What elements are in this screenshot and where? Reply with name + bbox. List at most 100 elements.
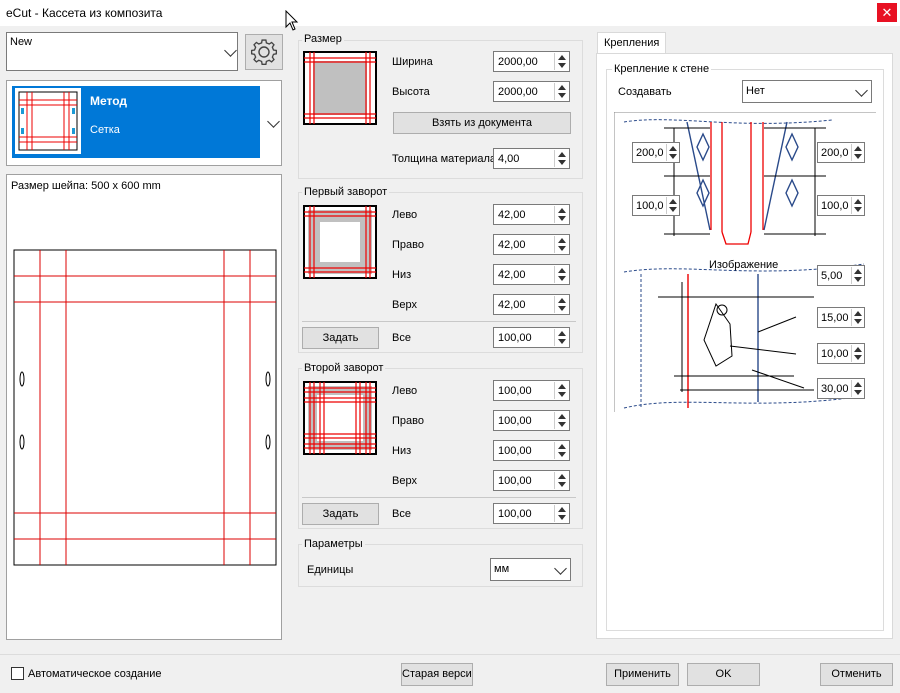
ff-top-field[interactable]: 42,00 (493, 294, 570, 315)
first-fold-group (298, 192, 583, 353)
dim2-field[interactable]: 15,00 (817, 307, 865, 328)
thickness-value: 4,00 (498, 153, 520, 165)
sf-set-button[interactable]: Задать (302, 503, 379, 525)
auto-create-checkbox[interactable] (11, 667, 24, 680)
old-version-button[interactable]: Старая версия (401, 663, 473, 686)
width-label: Ширина (392, 56, 433, 68)
method-selected-item[interactable]: Метод Сетка (12, 86, 260, 158)
take-from-document-button[interactable]: Взять из документа (393, 112, 571, 134)
close-button[interactable]: ✕ (877, 3, 897, 22)
sf-top-value: 100,00 (498, 475, 532, 487)
ff-set-button[interactable]: Задать (302, 327, 379, 349)
footer-divider (0, 654, 900, 655)
create-label: Создавать (618, 86, 672, 98)
shape-size-label: Размер шейпа: 500 x 600 mm (11, 180, 161, 192)
wall-mount-label: Крепление к стене (612, 63, 712, 75)
divider (302, 497, 576, 498)
units-select[interactable]: мм (490, 558, 571, 581)
thickness-label: Толщина материала (392, 153, 496, 165)
spinner-arrows[interactable] (666, 144, 678, 161)
spinner-arrows[interactable] (554, 382, 568, 399)
width-value: 2000,00 (498, 56, 538, 68)
ff-left-label: Лево (392, 209, 418, 221)
sf-left-field[interactable]: 100,00 (493, 380, 570, 401)
image-label: Изображение (709, 259, 779, 271)
spinner-arrows[interactable] (851, 197, 863, 214)
size-group (298, 40, 583, 179)
right-top-field[interactable]: 200,0 (817, 142, 865, 163)
apply-button[interactable]: Применить (606, 663, 679, 686)
spinner-arrows[interactable] (851, 267, 863, 284)
spinner-arrows[interactable] (554, 505, 568, 522)
spinner-arrows[interactable] (554, 236, 568, 253)
chevron-down-icon (855, 84, 868, 97)
ff-left-field[interactable]: 42,00 (493, 204, 570, 225)
spinner-arrows[interactable] (554, 150, 568, 167)
sf-right-field[interactable]: 100,00 (493, 410, 570, 431)
sf-all-value: 100,00 (498, 508, 532, 520)
size-group-label: Размер (302, 33, 344, 45)
left-top-value: 200,0 (636, 147, 664, 159)
second-fold-label: Второй заворот (302, 362, 386, 374)
width-field[interactable]: 2000,00 (493, 51, 570, 72)
ok-button[interactable]: OK (687, 663, 760, 686)
right-bottom-field[interactable]: 100,0 (817, 195, 865, 216)
dim3-field[interactable]: 10,00 (817, 343, 865, 364)
second-fold-diagram-icon (303, 381, 377, 455)
spinner-arrows[interactable] (851, 380, 863, 397)
spinner-arrows[interactable] (851, 144, 863, 161)
create-value: Нет (746, 85, 765, 97)
sf-right-value: 100,00 (498, 415, 532, 427)
thickness-field[interactable]: 4,00 (493, 148, 570, 169)
height-field[interactable]: 2000,00 (493, 81, 570, 102)
sf-bottom-field[interactable]: 100,00 (493, 440, 570, 461)
spinner-arrows[interactable] (554, 296, 568, 313)
ff-bottom-field[interactable]: 42,00 (493, 264, 570, 285)
create-select[interactable]: Нет (742, 80, 872, 103)
settings-button[interactable] (245, 34, 283, 70)
spinner-arrows[interactable] (554, 266, 568, 283)
tab-fastenings[interactable]: Крепления (597, 32, 666, 54)
title-bar: eCut - Кассета из композита ✕ (0, 0, 900, 26)
dim2-value: 15,00 (821, 312, 849, 324)
spinner-arrows[interactable] (554, 83, 568, 100)
height-label: Высота (392, 86, 430, 98)
spinner-arrows[interactable] (554, 53, 568, 70)
spinner-arrows[interactable] (666, 197, 678, 214)
sf-left-label: Лево (392, 385, 418, 397)
ff-right-field[interactable]: 42,00 (493, 234, 570, 255)
sf-all-label: Все (392, 508, 411, 520)
sf-left-value: 100,00 (498, 385, 532, 397)
left-top-field[interactable]: 200,0 (632, 142, 680, 163)
dim4-field[interactable]: 30,00 (817, 378, 865, 399)
chevron-down-icon (554, 562, 567, 575)
chevron-down-icon (267, 115, 280, 128)
spinner-arrows[interactable] (554, 329, 568, 346)
size-diagram-icon (303, 51, 377, 125)
sf-bottom-label: Низ (392, 445, 412, 457)
dim1-field[interactable]: 5,00 (817, 265, 865, 286)
preset-select[interactable]: New (6, 32, 238, 71)
spinner-arrows[interactable] (851, 345, 863, 362)
params-group (298, 544, 583, 587)
cancel-button[interactable]: Отменить (820, 663, 893, 686)
spinner-arrows[interactable] (554, 442, 568, 459)
spinner-arrows[interactable] (851, 309, 863, 326)
sf-all-field[interactable]: 100,00 (493, 503, 570, 524)
ff-all-field[interactable]: 100,00 (493, 327, 570, 348)
sf-bottom-value: 100,00 (498, 445, 532, 457)
preset-value: New (10, 36, 33, 48)
method-thumbnail-icon (15, 88, 81, 154)
spinner-arrows[interactable] (554, 472, 568, 489)
left-bottom-field[interactable]: 100,0 (632, 195, 680, 216)
method-subtitle: Сетка (90, 124, 120, 136)
sf-top-field[interactable]: 100,00 (493, 470, 570, 491)
ff-bottom-value: 42,00 (498, 269, 526, 281)
close-icon: ✕ (881, 5, 893, 20)
units-label: Единицы (307, 564, 354, 576)
right-top-value: 200,0 (821, 147, 849, 159)
ff-top-value: 42,00 (498, 299, 526, 311)
spinner-arrows[interactable] (554, 206, 568, 223)
spinner-arrows[interactable] (554, 412, 568, 429)
sf-top-label: Верх (392, 475, 417, 487)
